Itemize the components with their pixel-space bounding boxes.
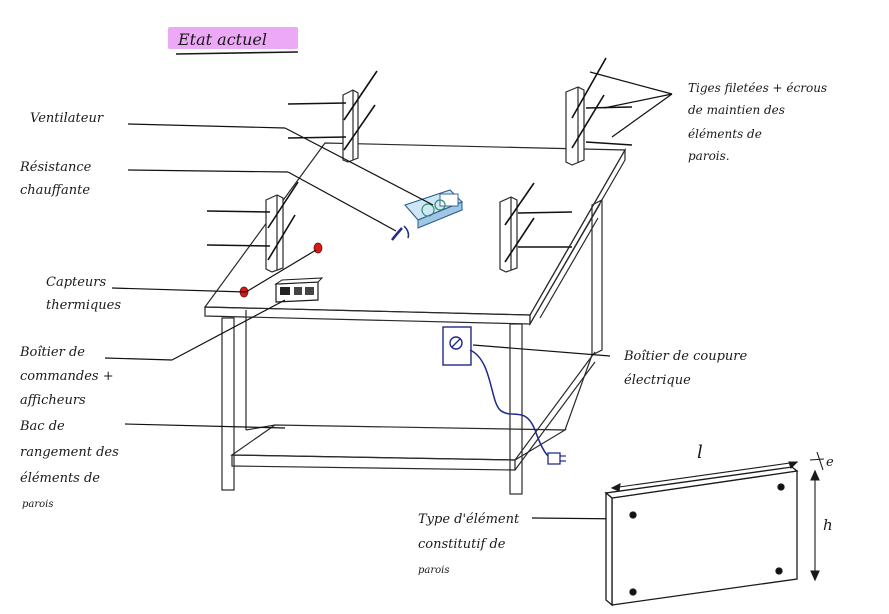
control-box bbox=[276, 278, 322, 302]
lower-shelf bbox=[232, 425, 565, 460]
lower-shelf-side bbox=[515, 352, 595, 460]
label-capteurs-2: thermiques bbox=[46, 298, 121, 313]
title-underline bbox=[176, 52, 298, 54]
dim-thickness-label: e bbox=[826, 455, 834, 470]
label-boitier-cmd-1: Boîtier de bbox=[19, 345, 85, 360]
label-bac-2: rangement des bbox=[20, 445, 119, 460]
post-back-right bbox=[566, 87, 584, 165]
label-ventilateur: Ventilateur bbox=[30, 111, 104, 126]
label-tiges-1: Tiges filetées + écrous bbox=[688, 81, 827, 95]
label-type-elem-2: constitutif de bbox=[418, 537, 506, 552]
label-boitier-cmd-2: commandes + bbox=[20, 369, 114, 384]
dim-height-label: h bbox=[823, 516, 833, 534]
title-group: Etat actuel bbox=[168, 27, 298, 54]
wall-element-panel bbox=[606, 467, 797, 605]
page-title: Etat actuel bbox=[177, 30, 267, 49]
label-bac-3: éléments de bbox=[20, 471, 100, 486]
leg-back-right bbox=[592, 200, 602, 355]
lower-shelf-front bbox=[232, 455, 515, 470]
label-capteurs-1: Capteurs bbox=[46, 275, 107, 290]
post-front-left bbox=[266, 195, 283, 272]
sensor-1 bbox=[314, 243, 322, 253]
label-tiges-2: de maintien des bbox=[688, 103, 785, 117]
label-type-elem-3: parois bbox=[418, 565, 450, 576]
label-bac-1: Bac de bbox=[19, 419, 65, 434]
label-resistance-1: Résistance bbox=[19, 160, 92, 175]
label-type-elem-1: Type d'élément bbox=[418, 512, 520, 527]
label-boitier-cmd-3: afficheurs bbox=[20, 393, 86, 408]
hidden-line-2 bbox=[565, 355, 592, 430]
label-bac-4: parois bbox=[22, 499, 54, 510]
post-front-right bbox=[500, 197, 517, 272]
label-coupure-1: Boîtier de coupure bbox=[623, 349, 747, 364]
panel-side bbox=[606, 493, 612, 605]
label-coupure-2: électrique bbox=[624, 373, 691, 388]
post-back-left bbox=[343, 90, 358, 162]
label-tiges-4: parois. bbox=[688, 149, 730, 163]
label-resistance-2: chauffante bbox=[20, 183, 90, 198]
label-tiges-3: éléments de bbox=[688, 127, 762, 141]
dim-length-label: l bbox=[697, 442, 703, 463]
